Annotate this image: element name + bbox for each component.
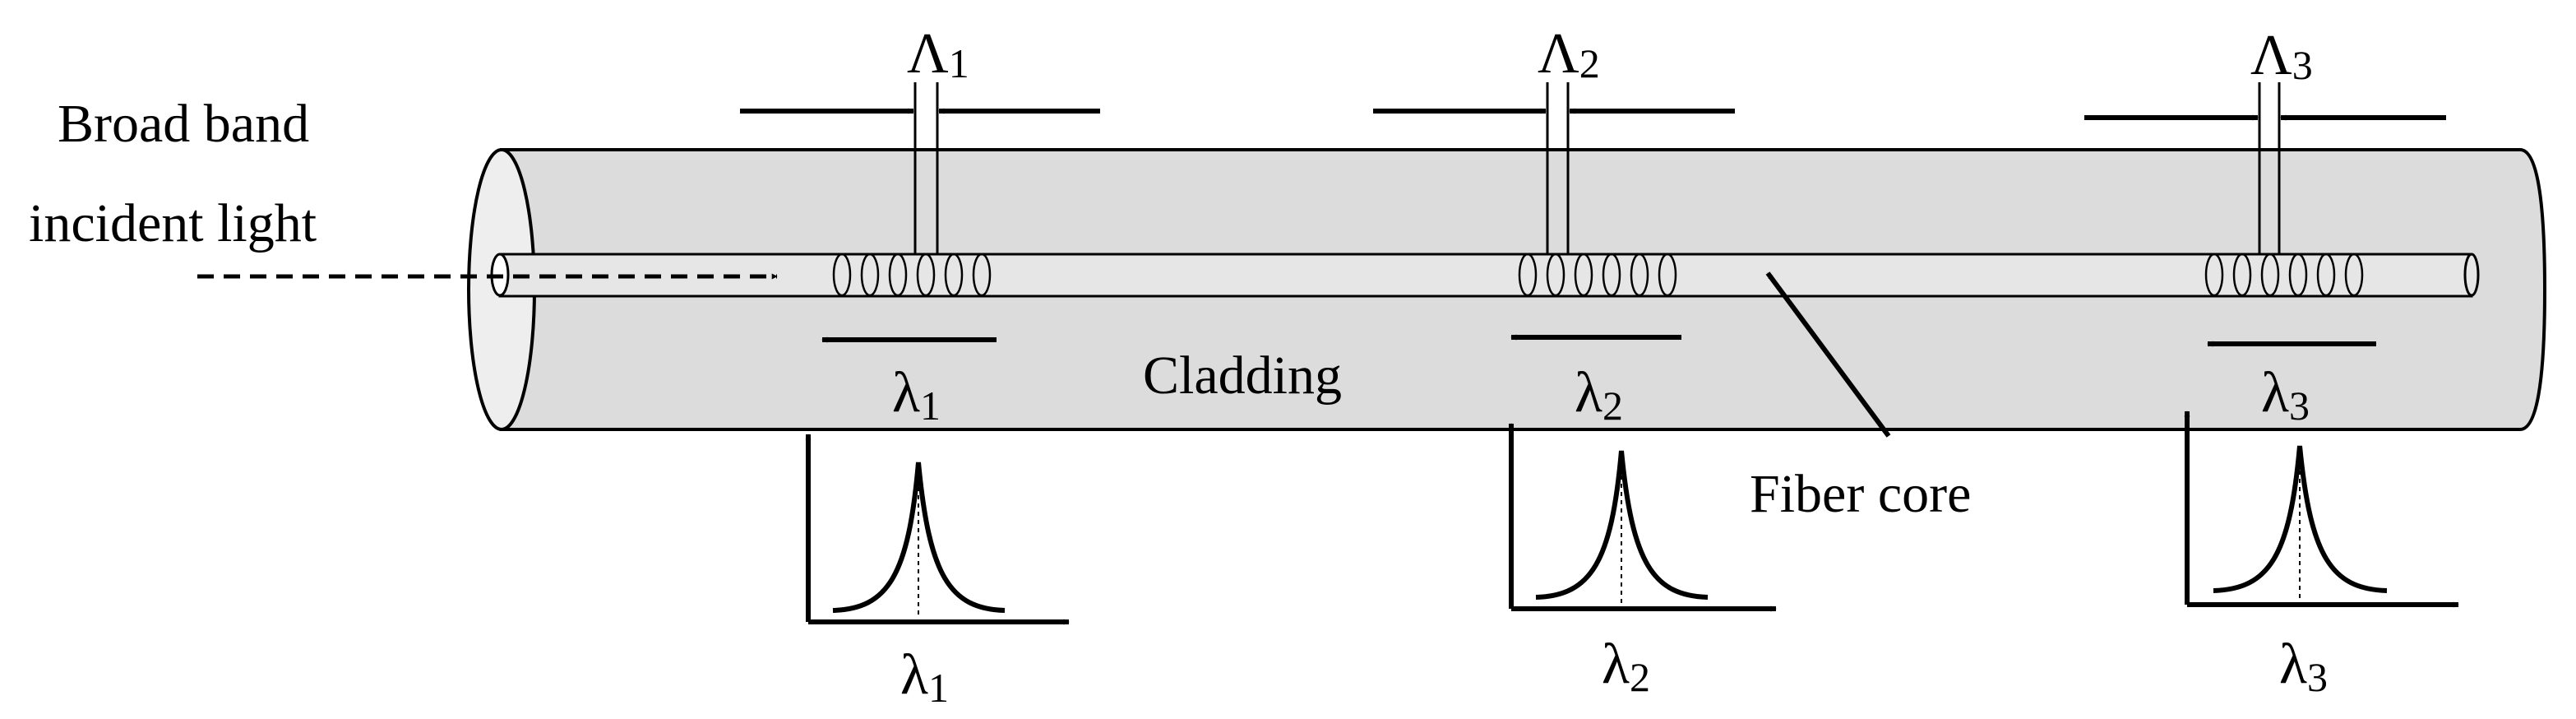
spectrum-label-3: λ3 xyxy=(2279,633,2328,700)
bragg-fringes-1 xyxy=(832,253,992,297)
period-marker-3 xyxy=(2084,82,2446,255)
spectrum-plot-1 xyxy=(805,434,1070,625)
period-marker-1 xyxy=(740,82,1100,255)
spectrum-label-1: λ1 xyxy=(900,643,949,711)
bragg-fringes-3 xyxy=(2204,253,2364,297)
period-marker-2 xyxy=(1373,82,1735,255)
core-tube xyxy=(498,253,2473,298)
bragg-fringes-2 xyxy=(1518,253,1677,297)
period-label-2: Λ2 xyxy=(1538,22,1600,86)
spectrum-label-2: λ2 xyxy=(1602,633,1650,700)
spectrum-plot-2 xyxy=(1508,423,1777,612)
incident-label-line1: Broad band xyxy=(58,94,309,154)
period-label-1: Λ1 xyxy=(907,22,969,86)
grating-3: Λ3 λ3 λ3 xyxy=(2084,24,2459,700)
fiber-core xyxy=(490,253,2480,298)
grating-1: Λ1 λ1 λ1 xyxy=(740,22,1100,711)
period-label-3: Λ3 xyxy=(2250,24,2313,88)
core-far-end xyxy=(2463,253,2480,297)
incident-light: Broad band incident light xyxy=(29,94,778,280)
grating-2: Λ2 λ2 λ2 xyxy=(1373,22,1777,700)
reflected-label-3: λ3 xyxy=(2261,361,2310,429)
incident-label-line2: incident light xyxy=(29,193,317,253)
cladding-label: Cladding xyxy=(1143,346,1342,406)
fiber-core-pointer-arrow xyxy=(1765,271,1891,438)
spectrum-plot-3 xyxy=(2184,411,2459,608)
reflected-label-2: λ2 xyxy=(1575,361,1623,429)
reflected-label-1: λ1 xyxy=(892,361,941,429)
fiber-core-label: Fiber core xyxy=(1750,464,1971,524)
